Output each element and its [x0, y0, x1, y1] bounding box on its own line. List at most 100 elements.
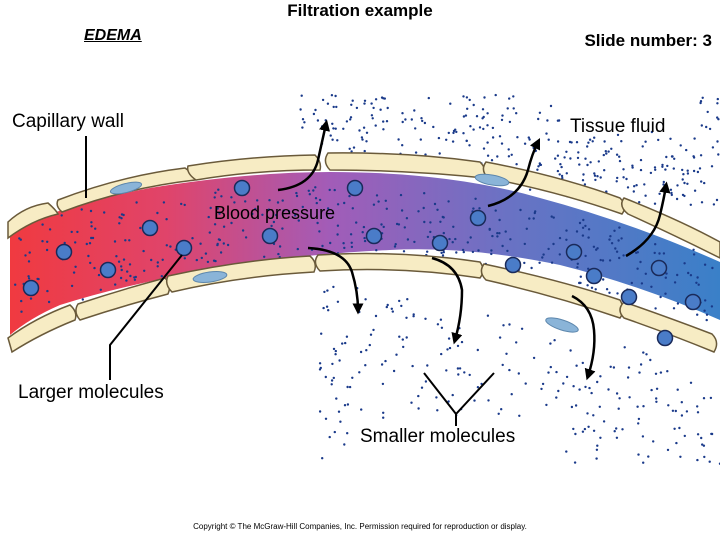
small-molecule-dot-icon	[703, 263, 707, 266]
small-molecule-dot-icon	[565, 450, 568, 453]
small-molecule-dot-icon	[180, 202, 183, 206]
small-molecule-dot-icon	[617, 239, 620, 242]
small-molecule-dot-icon	[692, 156, 696, 159]
small-molecule-dot-icon	[716, 140, 719, 143]
small-molecule-dot-icon	[490, 252, 493, 256]
small-molecule-dot-icon	[448, 346, 452, 350]
small-molecule-dot-icon	[341, 342, 344, 345]
small-molecule-dot-icon	[608, 291, 611, 294]
small-molecule-dot-icon	[667, 404, 670, 407]
small-molecule-dot-icon	[325, 305, 329, 308]
small-molecule-dot-icon	[500, 408, 503, 411]
small-molecule-dot-icon	[716, 116, 719, 119]
small-molecule-dot-icon	[528, 217, 531, 220]
small-molecule-dot-icon	[586, 145, 589, 148]
small-molecule-dot-icon	[560, 165, 563, 169]
small-molecule-dot-icon	[332, 376, 335, 380]
small-molecule-dot-icon	[350, 150, 353, 153]
small-molecule-dot-icon	[103, 211, 106, 214]
wall-cell	[75, 277, 171, 321]
small-molecule-dot-icon	[321, 457, 324, 460]
small-molecule-dot-icon	[523, 261, 526, 265]
small-molecule-dot-icon	[445, 369, 448, 372]
small-molecule-dot-icon	[558, 253, 561, 256]
small-molecule-dot-icon	[327, 309, 330, 312]
small-molecule-dot-icon	[581, 226, 585, 229]
small-molecule-dot-icon	[583, 427, 587, 431]
small-molecule-dot-icon	[97, 273, 101, 277]
small-molecule-dot-icon	[652, 440, 655, 443]
small-molecule-dot-icon	[200, 256, 203, 260]
small-molecule-dot-icon	[466, 107, 469, 111]
small-molecule-dot-icon	[446, 348, 449, 351]
small-molecule-dot-icon	[358, 310, 361, 314]
nucleus-icon	[192, 271, 228, 283]
small-molecule-dot-icon	[604, 150, 607, 153]
small-molecule-dot-icon	[342, 242, 345, 245]
small-molecule-dot-icon	[498, 232, 501, 235]
small-molecule-dot-icon	[486, 314, 490, 317]
small-molecule-dot-icon	[336, 203, 340, 206]
small-molecule-dot-icon	[696, 313, 699, 316]
small-molecule-dot-icon	[659, 295, 662, 299]
small-molecule-dot-icon	[413, 240, 416, 244]
large-molecule-icon	[504, 256, 522, 274]
small-molecule-dot-icon	[394, 243, 397, 246]
small-molecule-dot-icon	[360, 408, 363, 411]
small-molecule-dot-icon	[487, 399, 490, 402]
small-molecule-dot-icon	[462, 95, 465, 98]
small-molecule-dot-icon	[295, 194, 299, 198]
small-molecule-dot-icon	[254, 207, 257, 211]
small-molecule-dot-icon	[324, 119, 327, 122]
small-molecule-dot-icon	[372, 106, 375, 110]
small-molecule-dot-icon	[496, 232, 499, 235]
small-molecule-dot-icon	[332, 105, 335, 109]
small-molecule-dot-icon	[628, 396, 631, 399]
small-molecule-dot-icon	[165, 218, 168, 221]
small-molecule-dot-icon	[244, 236, 248, 239]
small-molecule-dot-icon	[538, 163, 542, 166]
small-molecule-dot-icon	[48, 228, 52, 231]
small-molecule-dot-icon	[557, 389, 560, 393]
small-molecule-dot-icon	[532, 217, 535, 220]
small-molecule-dot-icon	[680, 414, 684, 417]
edema-heading[interactable]: EDEMA	[84, 27, 142, 44]
small-molecule-dot-icon	[587, 425, 590, 428]
small-molecule-dot-icon	[642, 351, 645, 354]
small-molecule-dot-icon	[599, 258, 602, 262]
small-molecule-dot-icon	[384, 359, 387, 363]
small-molecule-dot-icon	[277, 252, 280, 256]
small-molecule-dot-icon	[559, 163, 562, 166]
small-molecule-dot-icon	[426, 364, 429, 367]
small-molecule-dot-icon	[20, 310, 23, 313]
small-molecule-dot-icon	[156, 261, 159, 264]
small-molecule-dot-icon	[689, 381, 693, 384]
small-molecule-dot-icon	[204, 252, 208, 255]
small-molecule-dot-icon	[329, 134, 332, 137]
small-molecule-dot-icon	[615, 436, 619, 439]
small-molecule-dot-icon	[683, 434, 686, 438]
small-molecule-dot-icon	[696, 411, 700, 414]
small-molecule-dot-icon	[673, 281, 677, 284]
small-molecule-dot-icon	[550, 215, 553, 218]
small-molecule-dot-icon	[364, 364, 367, 367]
small-molecule-dot-icon	[400, 209, 404, 212]
small-molecule-dot-icon	[602, 278, 605, 281]
small-molecule-dot-icon	[483, 96, 486, 99]
small-molecule-dot-icon	[572, 385, 575, 388]
small-molecule-dot-icon	[433, 202, 437, 206]
small-molecule-dot-icon	[498, 336, 502, 339]
small-molecule-dot-icon	[546, 119, 549, 122]
small-molecule-dot-icon	[406, 298, 409, 301]
small-molecule-dot-icon	[417, 210, 420, 213]
small-molecule-dot-icon	[666, 448, 670, 452]
small-molecule-dot-icon	[183, 203, 186, 207]
small-molecule-dot-icon	[41, 240, 44, 243]
small-molecule-dot-icon	[402, 250, 406, 253]
small-molecule-dot-icon	[87, 254, 90, 258]
small-molecule-dot-icon	[218, 238, 222, 242]
small-molecule-dot-icon	[703, 309, 706, 312]
large-molecule-icon	[585, 267, 603, 285]
large-molecule-icon	[431, 234, 449, 252]
small-molecule-dot-icon	[679, 144, 682, 147]
